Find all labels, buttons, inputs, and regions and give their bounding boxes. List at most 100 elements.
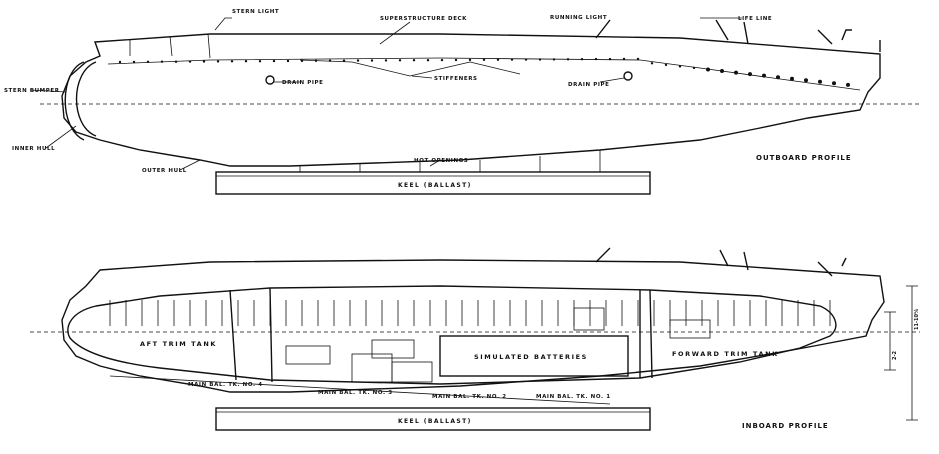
label-inner-hull: INNER HULL [12, 146, 55, 152]
rivet [496, 58, 500, 61]
label-drain-pipe-fwd: DRAIN PIPE [568, 82, 610, 88]
pressure-hull [67, 285, 837, 385]
rivet [636, 57, 640, 61]
label-outer-hull: OUTER HULL [142, 168, 187, 174]
rivet [622, 57, 626, 61]
equipment-box-5 [669, 319, 711, 339]
fwd-compartment-bulkhead [639, 289, 653, 379]
rivet [524, 58, 528, 61]
inner-hull-stern [75, 61, 97, 137]
equipment-box-4 [573, 307, 605, 331]
label-keel-inboard: KEEL (BALLAST) [398, 418, 472, 425]
drain-pipe-aft [265, 75, 275, 85]
label-stiffeners: STIFFENERS [434, 76, 478, 82]
label-keel-outboard: KEEL (BALLAST) [398, 182, 472, 189]
rivet [160, 60, 164, 63]
rivet [608, 57, 612, 61]
rivet [748, 72, 752, 77]
hull-seam-line [107, 57, 861, 91]
label-drain-pipe-aft: DRAIN PIPE [282, 80, 324, 86]
label-main-bal-4: MAIN BAL. TK. NO. 4 [188, 382, 263, 388]
keel-ballast-block [215, 171, 651, 195]
outboard-profile: STERN LIGHT SUPERSTRUCTURE DECK RUNNING … [4, 9, 920, 195]
main-ballast-tank-line [109, 375, 611, 405]
inboard-keel-block [215, 407, 651, 431]
rivet [398, 59, 402, 62]
label-hot-openings: HOT OPENINGS [414, 158, 468, 164]
hot-opening-marks [299, 150, 601, 172]
rivet [706, 67, 710, 72]
inboard-profile: 11-10¼ 2-2 AFT TRIM TANK SIMULATED BATTE… [30, 247, 920, 431]
rivet [734, 70, 738, 75]
rivet [720, 69, 724, 73]
simulated-batteries-box [439, 335, 629, 377]
rivet [538, 58, 542, 61]
label-main-bal-1: MAIN BAL. TK. NO. 1 [536, 394, 611, 400]
rivet [790, 76, 794, 81]
rivet [258, 60, 262, 63]
aft-tank-bulkhead [229, 289, 237, 381]
rivet [328, 59, 332, 62]
rivet [580, 58, 584, 61]
rivet [482, 58, 486, 61]
rivet [692, 66, 696, 70]
label-main-bal-2: MAIN BAL. TK. NO. 2 [432, 394, 507, 400]
rivet-row [118, 57, 850, 87]
equipment-box-6 [285, 345, 331, 365]
label-stern-light: STERN LIGHT [232, 9, 279, 15]
rivet [272, 59, 276, 63]
label-life-line: LIFE LINE [738, 16, 772, 22]
rivet [832, 81, 836, 86]
rivet [678, 65, 682, 68]
frame-lines [109, 300, 831, 326]
leader-lines-outboard [29, 21, 625, 171]
rivet [370, 59, 374, 62]
stern-light-post [214, 17, 232, 31]
outer-hull-outline [61, 33, 881, 167]
rivet [132, 60, 136, 64]
equipment-box-2 [371, 339, 415, 359]
rivet [650, 62, 654, 65]
stiffener-braces [299, 59, 521, 77]
label-simulated-batteries: SIMULATED BATTERIES [474, 353, 588, 361]
label-superstructure-deck: SUPERSTRUCTURE DECK [380, 16, 467, 22]
stern-frames [94, 33, 211, 59]
rivet [818, 79, 822, 84]
rivet [300, 59, 304, 63]
rivet [468, 58, 472, 62]
rivet [776, 75, 780, 80]
rivet [342, 59, 346, 62]
equipment-box-3 [391, 361, 433, 383]
rivet [216, 60, 220, 63]
rivet [230, 60, 234, 63]
rivet [594, 57, 598, 61]
rivet [762, 73, 766, 78]
rivet [356, 59, 360, 62]
drain-pipe-fwd [623, 71, 633, 81]
dimension-text-1: 11-10¼ [914, 309, 920, 330]
rivet [454, 58, 458, 62]
label-aft-trim-tank: AFT TRIM TANK [140, 340, 217, 348]
dimension-text-2: 2-2 [892, 350, 898, 360]
title-inboard-profile: INBOARD PROFILE [742, 422, 829, 430]
rivet [314, 59, 318, 62]
rivet [286, 59, 290, 63]
rivet [566, 58, 570, 61]
rivet [412, 59, 416, 62]
stern-bumper [64, 61, 85, 141]
rivet [384, 59, 388, 62]
life-line-stanchions [595, 19, 881, 52]
rivet [174, 60, 178, 63]
label-forward-trim-tank: FORWARD TRIM TANK [672, 350, 779, 358]
rivet [202, 60, 206, 63]
inboard-stanchions [595, 247, 847, 277]
rivet [510, 58, 514, 61]
label-running-light: RUNNING LIGHT [550, 15, 607, 21]
rivet [440, 58, 444, 62]
rivet [188, 60, 192, 63]
rivet [244, 60, 248, 63]
rivet [664, 63, 668, 67]
label-main-bal-3: MAIN BAL. TK. NO. 3 [318, 390, 393, 396]
